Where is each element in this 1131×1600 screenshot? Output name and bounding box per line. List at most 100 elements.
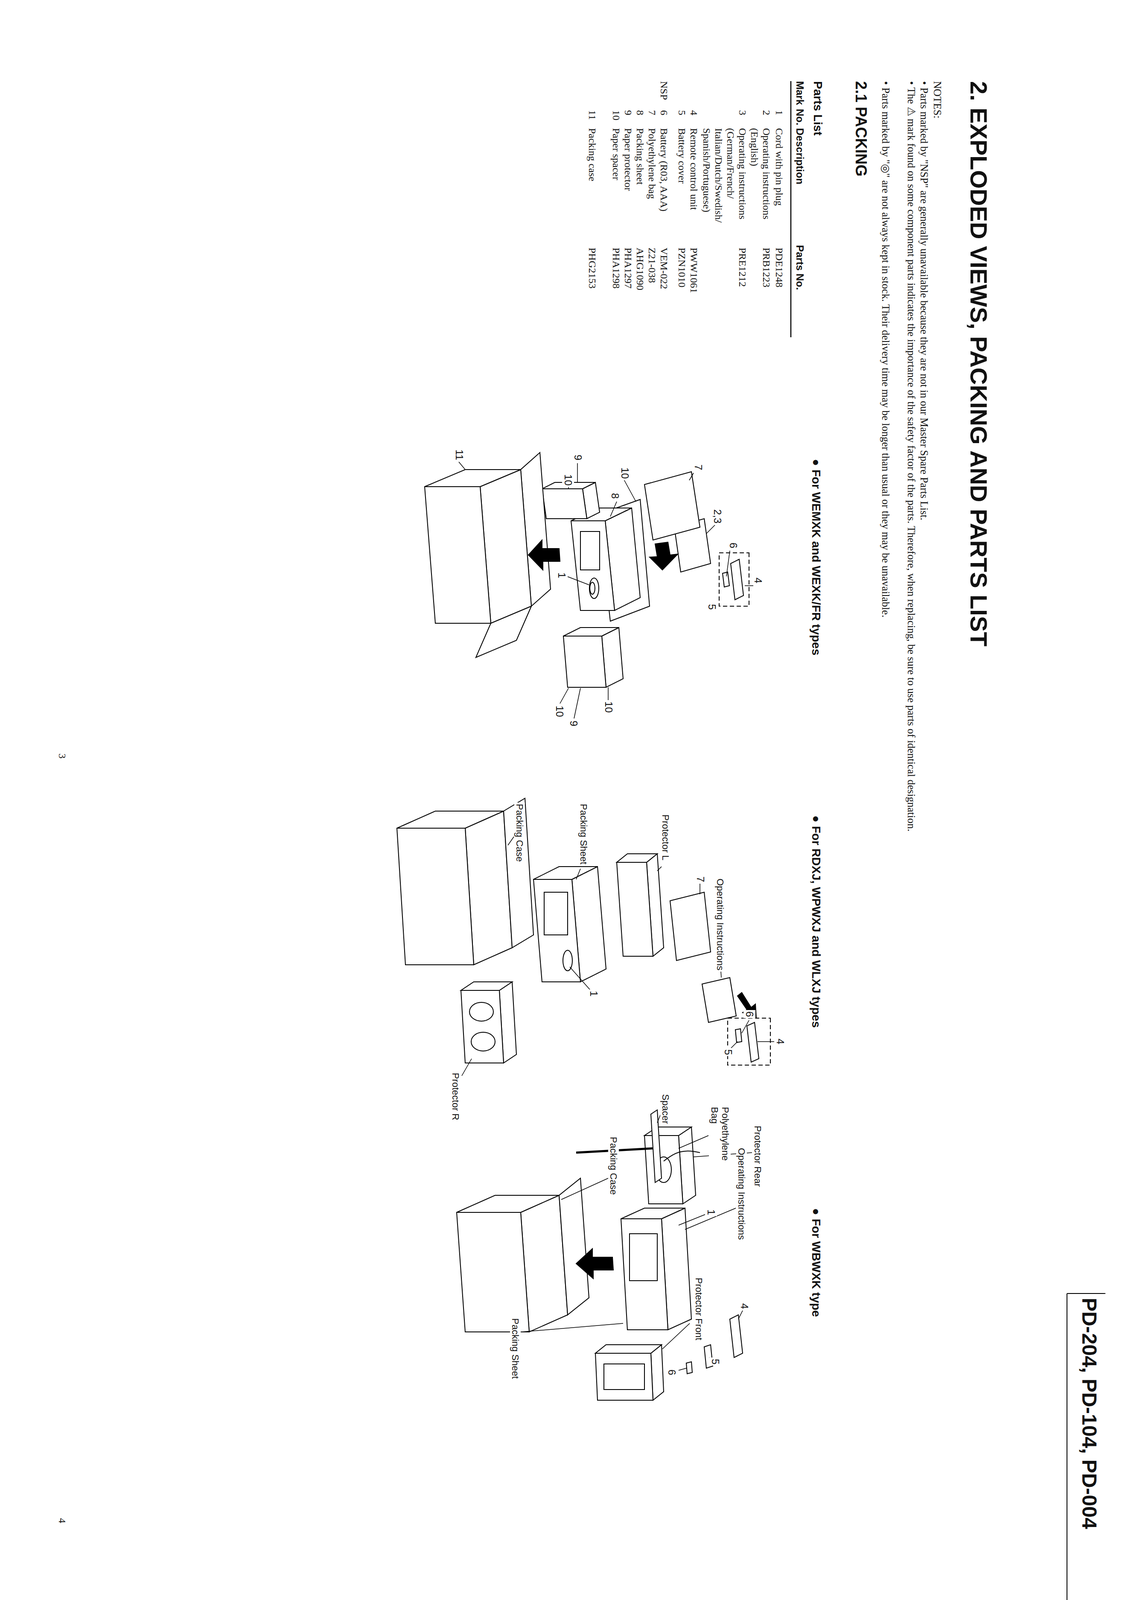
part-label: Protector R xyxy=(450,1071,461,1122)
callout-number: 6 xyxy=(665,1367,678,1376)
drawing-stroke xyxy=(533,879,581,982)
table-cell: Paper protector xyxy=(622,128,635,242)
drawing-stroke xyxy=(424,469,521,487)
drawing-stroke xyxy=(562,950,573,971)
callout-number: 9 xyxy=(567,719,580,728)
column-header: Description xyxy=(793,128,806,185)
drawing-stroke xyxy=(396,827,474,965)
drawing-stroke xyxy=(746,1022,759,1062)
drawing-stroke xyxy=(559,687,569,704)
part-label: Packing Sheet xyxy=(510,1316,521,1380)
callout-number: 10 xyxy=(562,472,575,487)
table-cell: PRE1212 xyxy=(736,247,749,287)
drawing-stroke xyxy=(475,606,532,658)
drawing-stroke xyxy=(757,1040,775,1042)
part-label: Protector L xyxy=(660,813,671,862)
part-label: Packing Sheet xyxy=(578,802,589,866)
drawing-stroke xyxy=(542,488,587,519)
drawing-stroke xyxy=(521,1323,624,1332)
callout-number: 5 xyxy=(705,602,718,611)
table-cell: 8 xyxy=(634,110,647,116)
drawing-stroke xyxy=(722,571,730,587)
part-label: Spacer xyxy=(660,1092,671,1126)
table-cell: 11 xyxy=(586,110,599,120)
part-label: Polyethylene Bag xyxy=(708,1105,731,1172)
drawing-stroke xyxy=(424,486,491,624)
table-cell: PZN1010 xyxy=(676,247,688,288)
drawing-stroke xyxy=(456,1212,530,1332)
note: • Parts marked by "NSP" are generally un… xyxy=(917,81,931,968)
table-cell: Operating instructions (English) xyxy=(748,128,773,242)
drawing-stroke xyxy=(396,798,771,1065)
callout-number: 4 xyxy=(738,1301,751,1310)
drawing-stroke xyxy=(589,582,595,595)
drawing-stroke xyxy=(456,1109,743,1400)
drawing-stroke xyxy=(580,531,600,570)
part-label: Operating Instructions xyxy=(714,877,726,972)
drawing-stroke xyxy=(561,1177,609,1200)
callout-number: 5 xyxy=(722,1047,735,1056)
drawing-stroke xyxy=(396,810,504,828)
table-cell: 3 xyxy=(736,110,749,116)
drawing-stroke xyxy=(458,461,754,719)
part-label: Protector Front xyxy=(693,1276,705,1342)
table-cell: PRB1223 xyxy=(760,247,773,288)
variant-heading: ● For WEMXK and WEXK/FR types xyxy=(809,458,823,656)
drawing-stroke xyxy=(699,883,701,895)
drawing-stroke xyxy=(456,1195,560,1213)
drawing-stroke xyxy=(662,1323,690,1349)
table-cell: PDE1248 xyxy=(773,247,786,288)
notes-heading: NOTES: xyxy=(931,81,944,119)
callout-number: 8 xyxy=(609,491,621,500)
drawing-stroke xyxy=(623,478,636,502)
table-cell: 1 xyxy=(773,110,786,116)
drawing-stroke xyxy=(461,836,775,1076)
drawing-stroke xyxy=(678,1214,706,1225)
drawing-stroke xyxy=(563,627,619,636)
drawing-stroke xyxy=(533,866,598,880)
callout-number: 9 xyxy=(571,453,584,462)
page-number: 4 xyxy=(56,1517,69,1523)
drawing-stroke xyxy=(678,1135,709,1149)
part-label: Operating Instructions xyxy=(736,1146,747,1241)
callout-number: 10 xyxy=(602,699,615,715)
drawing-stroke xyxy=(730,559,744,600)
drawing-stroke xyxy=(610,501,617,517)
table-title: Parts List xyxy=(810,81,825,136)
callout-number: 7 xyxy=(692,463,705,472)
drawing-stroke xyxy=(737,992,757,1018)
callout-number: 6 xyxy=(727,541,740,550)
drawing-stroke xyxy=(458,461,466,470)
drawing-stroke xyxy=(471,1031,496,1051)
callout-number: 7 xyxy=(694,874,707,884)
table-cell: 7 xyxy=(646,110,659,116)
callout-number: 5 xyxy=(709,1357,722,1366)
drawing-stroke xyxy=(589,577,599,599)
section-heading: 2.1 PACKING xyxy=(852,81,870,177)
drawing-stroke xyxy=(719,552,750,607)
drawing-stroke xyxy=(1066,1293,1068,1600)
drawing-stroke xyxy=(424,452,750,688)
part-label: Packing Case xyxy=(514,802,525,863)
table-cell: 5 xyxy=(676,110,688,116)
drawing-stroke xyxy=(702,977,737,1023)
drawing-stroke xyxy=(595,1344,662,1353)
callout-number: 6 xyxy=(743,1009,756,1018)
drawing-stroke xyxy=(629,1233,658,1281)
drawing-stroke xyxy=(528,539,560,570)
drawing-stroke xyxy=(706,524,715,534)
drawing-stroke xyxy=(649,542,678,570)
table-cell: AHG1090 xyxy=(634,247,647,291)
drawing-stroke xyxy=(595,1352,653,1400)
drawing-stroke xyxy=(644,1135,683,1204)
part-label: Packing Case xyxy=(608,1135,619,1196)
drawing-stroke xyxy=(729,1314,743,1358)
drawing-stroke xyxy=(744,585,754,586)
drawing-stroke xyxy=(644,471,700,540)
drawing-stroke xyxy=(685,1207,736,1230)
callout-number: 2,3 xyxy=(711,507,724,525)
drawing-stroke xyxy=(616,853,658,863)
table-cell: PHA1298 xyxy=(610,247,623,289)
drawing-stroke xyxy=(657,866,662,871)
